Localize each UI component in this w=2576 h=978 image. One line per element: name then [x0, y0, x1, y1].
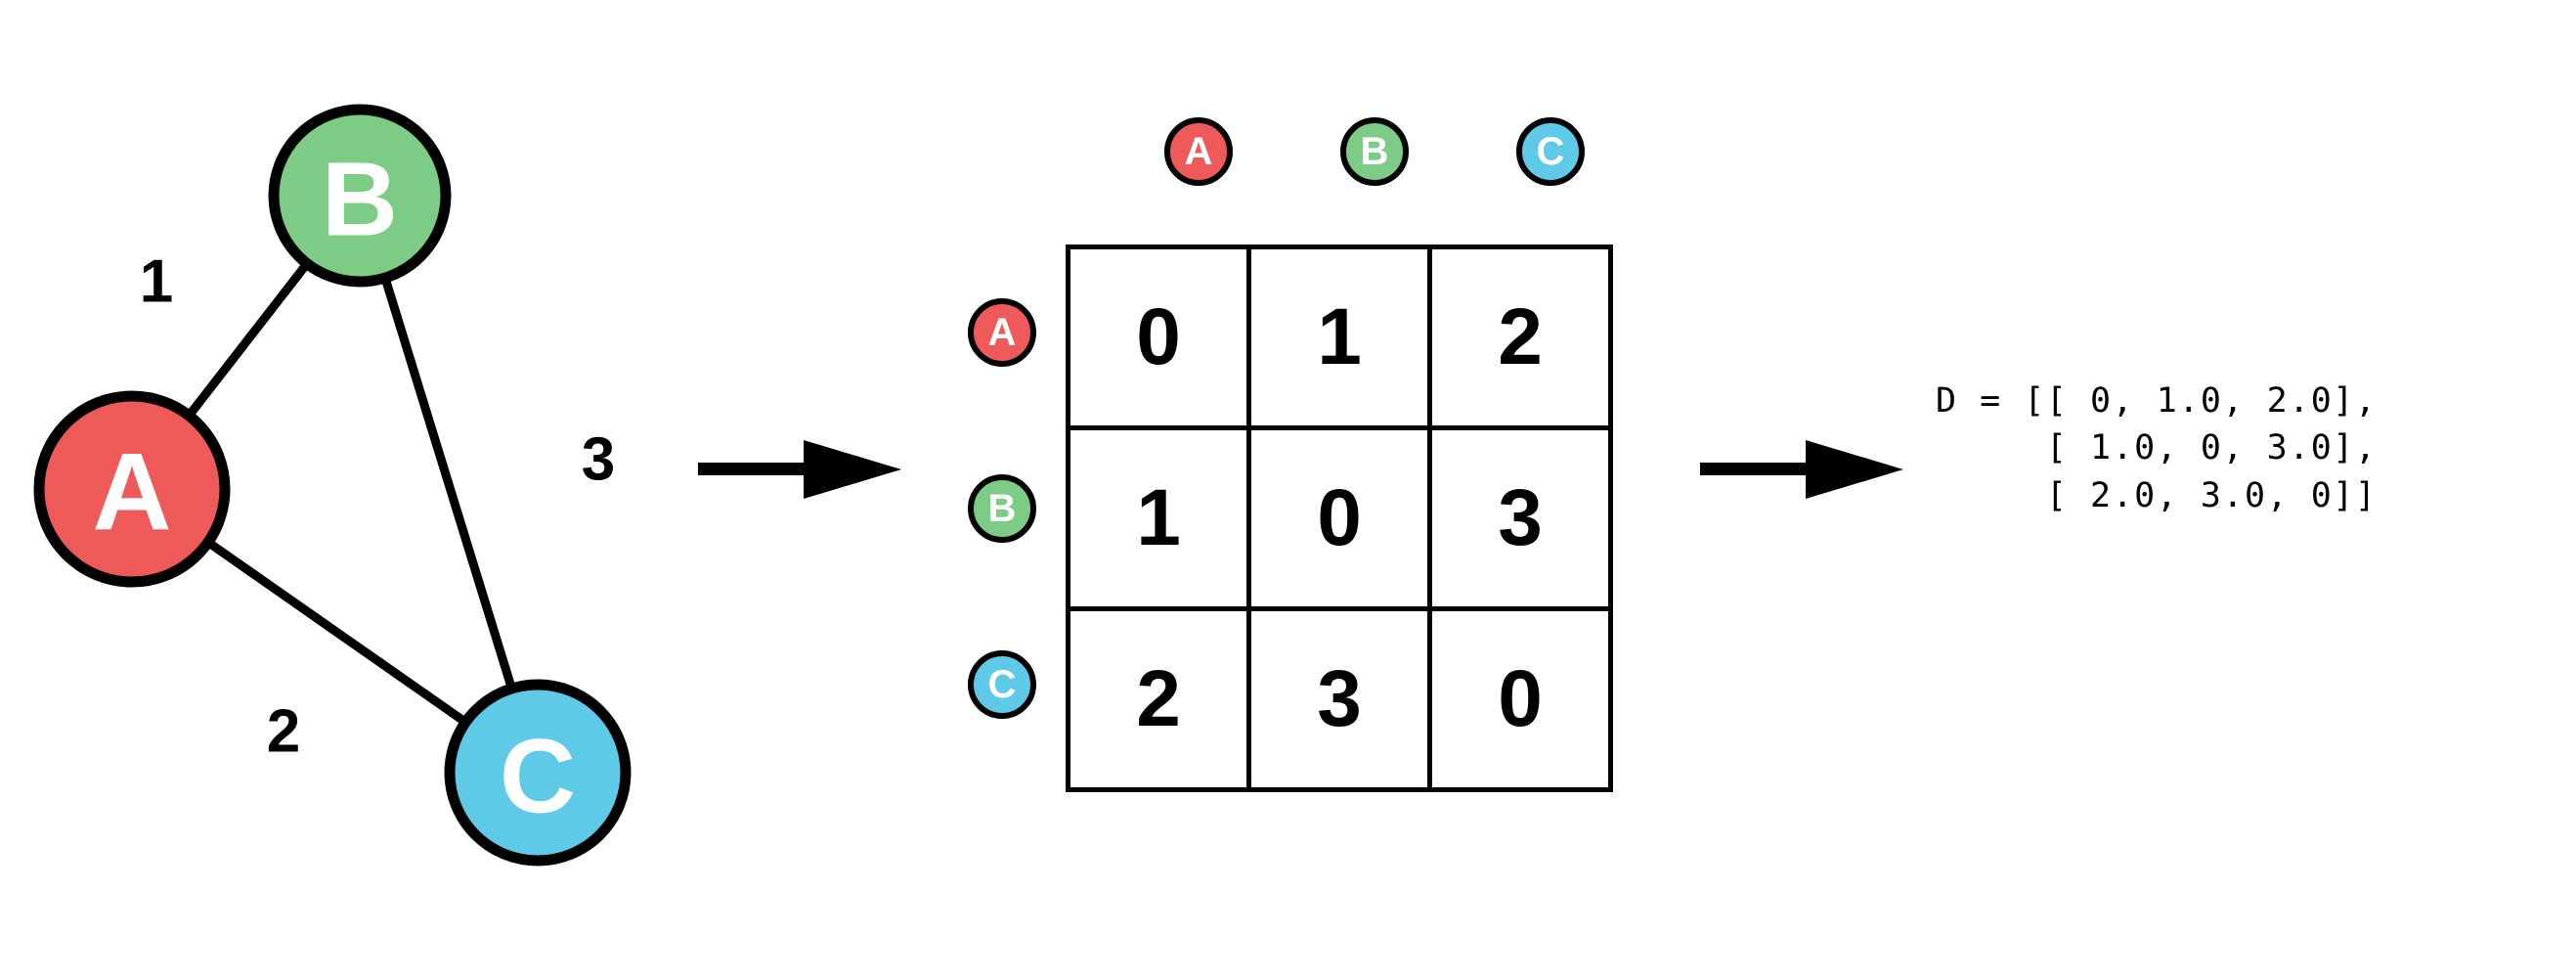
matrix-col-header-b-slot: B: [1287, 117, 1463, 186]
matrix-row-header-c-slot: C: [939, 597, 1066, 773]
matrix-col-header-c-slot: C: [1463, 117, 1638, 186]
matrix-col-header-c: C: [1516, 117, 1585, 186]
matrix-row-header-b: B: [968, 474, 1036, 543]
matrix-cell-a-c: 2: [1427, 244, 1613, 430]
edge-weight-b-c: 3: [582, 426, 615, 494]
matrix-col-header-a: A: [1164, 117, 1233, 186]
matrix-cell-a-b: 1: [1246, 244, 1432, 430]
graph-node-c[interactable]: C: [444, 679, 632, 867]
arrow-matrix-to-code-icon: [1696, 411, 1911, 528]
matrix-col-header-b: B: [1340, 117, 1409, 186]
table-row: 0 1 2: [1066, 244, 1613, 430]
edge-b-c: [355, 191, 543, 778]
arrow-graph-to-matrix-icon: [694, 411, 909, 528]
graph-node-c-label: C: [500, 717, 576, 835]
table-row: 1 0 3: [1066, 425, 1613, 611]
matrix-cell-b-c: 3: [1427, 425, 1613, 611]
matrix-row-header-a: A: [968, 298, 1036, 367]
graph-node-a-label: A: [93, 431, 172, 554]
distance-matrix-grid: 0 1 2 1 0 3 2 3 0: [1066, 244, 1613, 792]
matrix-cell-c-b: 3: [1246, 606, 1432, 792]
edge-weight-a-b: 1: [140, 248, 173, 316]
matrix-cell-b-a: 1: [1066, 425, 1251, 611]
graph-node-b-circle: [268, 104, 452, 288]
graph-node-b-label: B: [322, 140, 398, 258]
matrix-row-header-b-slot: B: [939, 421, 1066, 597]
matrix-cell-c-a: 2: [1066, 606, 1251, 792]
edge-weight-a-c: 2: [267, 698, 300, 766]
graph-node-a-circle: [33, 390, 231, 588]
code-output-panel: D = [[ 0, 1.0, 2.0], [ 1.0, 0, 3.0], [ 2…: [1936, 378, 2561, 519]
matrix-cell-c-c: 0: [1427, 606, 1613, 792]
table-row: 2 3 0: [1066, 606, 1613, 792]
graph-node-a[interactable]: A: [33, 390, 231, 588]
distance-matrix-code: D = [[ 0, 1.0, 2.0], [ 1.0, 0, 3.0], [ 2…: [1936, 381, 2378, 515]
matrix-cell-b-b: 0: [1246, 425, 1432, 611]
graph-node-c-circle: [444, 679, 632, 867]
matrix-col-header-a-slot: A: [1111, 117, 1287, 186]
matrix-row-header-c: C: [968, 650, 1036, 719]
matrix-row-header-a-slot: A: [939, 244, 1066, 421]
graph-node-b[interactable]: B: [268, 104, 452, 288]
graph-drawing: C A B 1 2 3: [33, 104, 632, 867]
weighted-graph-panel: C A B 1 2 3: [0, 0, 723, 978]
matrix-column-headers: A B C: [1111, 117, 1638, 186]
matrix-row-headers: A B C: [939, 244, 1066, 773]
matrix-cell-a-a: 0: [1066, 244, 1251, 430]
distance-matrix-panel: A B C A B C 0 1: [939, 117, 1662, 841]
